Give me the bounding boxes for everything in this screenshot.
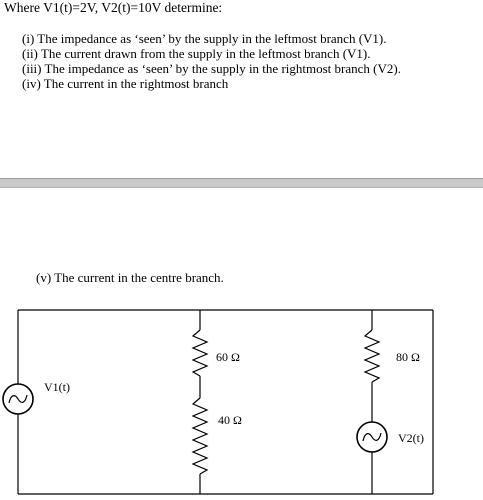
resistor-60-ohm — [191, 329, 209, 377]
resistor-40-ohm — [191, 397, 209, 475]
r80-label: 80 Ω — [396, 350, 420, 364]
question-part-i: (i) The impedance as ‘seen’ by the suppl… — [22, 31, 387, 46]
sine-wave-v1-icon — [8, 394, 28, 404]
sine-wave-v2-icon — [362, 432, 382, 442]
question-part-iii: (iii) The impedance as ‘seen’ by the sup… — [22, 61, 401, 76]
v2-label: V2(t) — [398, 431, 424, 445]
question-part-ii: (ii) The current drawn from the supply i… — [22, 46, 371, 61]
r60-label: 60 Ω — [216, 350, 240, 364]
question-heading: Where V1(t)=2V, V2(t)=10V determine: — [4, 0, 223, 15]
ac-source-v1-icon — [2, 383, 34, 415]
resistor-80-ohm — [363, 329, 381, 383]
question-part-v: (v) The current in the centre branch. — [36, 270, 224, 285]
page-divider — [0, 178, 483, 188]
ac-source-v2-icon — [356, 421, 388, 453]
r40-label: 40 Ω — [218, 413, 242, 427]
question-parts-list: (i) The impedance as ‘seen’ by the suppl… — [22, 31, 401, 91]
v1-label: V1(t) — [44, 380, 70, 394]
question-part-iv: (iv) The current in the rightmost branch — [22, 76, 229, 91]
